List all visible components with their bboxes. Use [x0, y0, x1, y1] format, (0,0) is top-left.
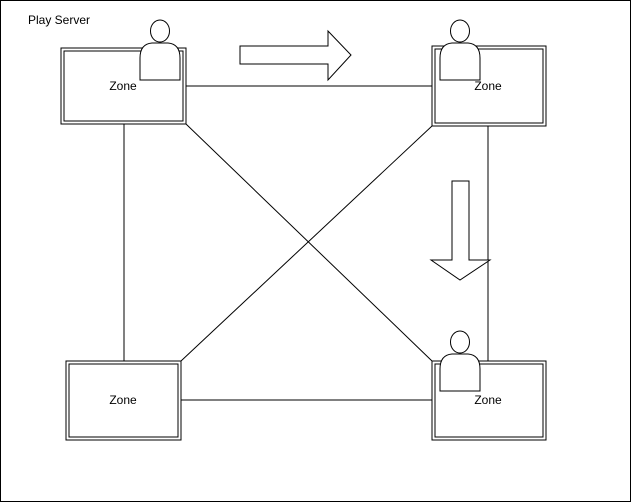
zone-label: Zone	[109, 79, 137, 93]
arrow-down-icon[interactable]	[429, 180, 492, 281]
arrow-right-icon[interactable]	[239, 29, 352, 82]
edge-diagonal-up[interactable]	[180, 125, 433, 362]
connections	[123, 85, 489, 401]
zone-label: Zone	[474, 393, 502, 407]
edge-diagonal-down[interactable]	[185, 123, 433, 362]
zone-label: Zone	[474, 79, 502, 93]
zone-bottom-left[interactable]: Zone	[65, 360, 182, 441]
person-icon[interactable]	[439, 330, 481, 392]
frame-title: Play Server	[28, 13, 90, 27]
person-icon[interactable]	[139, 19, 181, 81]
zone-label: Zone	[109, 393, 137, 407]
person-icon[interactable]	[439, 19, 481, 81]
